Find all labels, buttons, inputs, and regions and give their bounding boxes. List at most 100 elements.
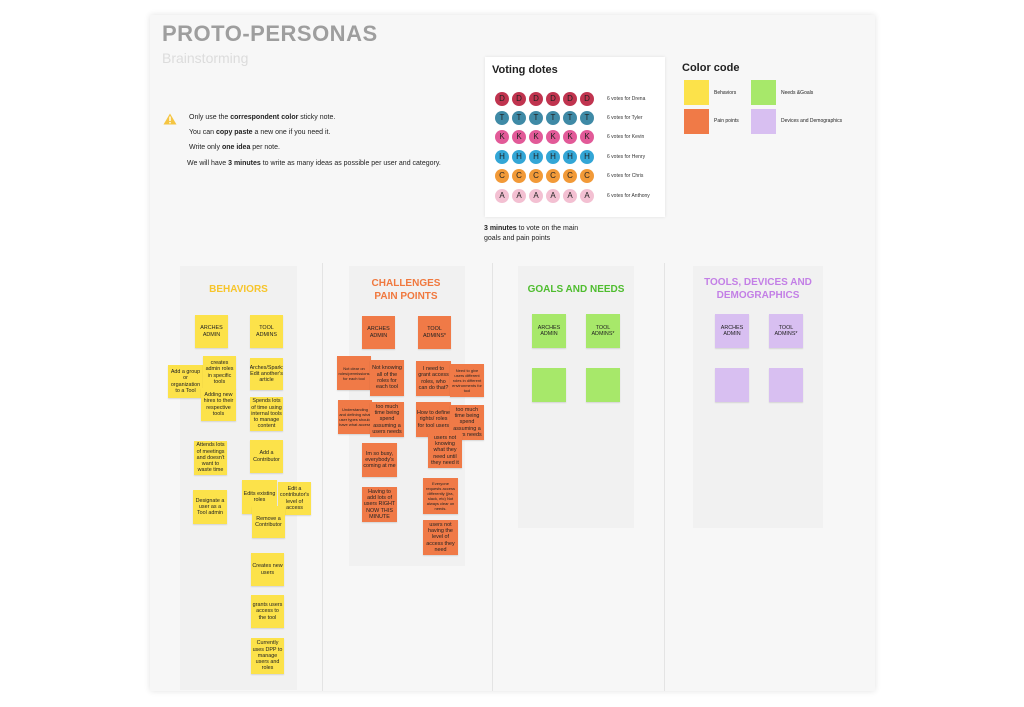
voting-dot[interactable]: A <box>580 189 594 203</box>
needs-goals-swatch-label: Needs &Goals <box>781 90 814 96</box>
voting-row-label: 6 votes for Drena <box>607 96 646 102</box>
sticky-note[interactable]: users not knowing what they need until t… <box>428 433 462 468</box>
column-divider <box>492 263 493 691</box>
sticky-note[interactable]: Having to add lots of users RIGHT NOW TH… <box>362 487 397 522</box>
sticky-note-header[interactable]: TOOL ADMINS* <box>418 316 451 349</box>
sticky-note[interactable]: Attends lots of meetings and doesn't wan… <box>194 441 227 475</box>
sticky-note[interactable]: I need to grant access roles, who can do… <box>416 361 451 396</box>
column-divider <box>322 263 323 691</box>
voting-dot[interactable]: C <box>580 169 594 183</box>
sticky-note[interactable]: How to define rights/ roles for tool use… <box>416 402 451 437</box>
voting-dot[interactable]: D <box>512 92 526 106</box>
sticky-note[interactable]: Understanding and defining what user typ… <box>338 400 372 434</box>
instruction-line: You can copy paste a new one if you need… <box>189 129 331 136</box>
column-divider <box>664 263 665 691</box>
voting-dot[interactable]: T <box>512 111 526 125</box>
voting-dot[interactable]: A <box>546 189 560 203</box>
voting-dot[interactable]: H <box>512 150 526 164</box>
sticky-note-header[interactable]: ARCHES ADMIN <box>362 316 395 349</box>
voting-dot[interactable]: D <box>580 92 594 106</box>
behaviors-swatch <box>684 80 709 105</box>
instruction-line: We will have 3 minutes to write as many … <box>187 160 441 167</box>
voting-dot[interactable]: H <box>495 150 509 164</box>
sticky-note-empty[interactable] <box>769 368 803 402</box>
devices-swatch-label: Devices and Demographics <box>781 118 843 124</box>
voting-row-label: 6 votes for Tyler <box>607 115 643 121</box>
voting-dot[interactable]: D <box>563 92 577 106</box>
sticky-note[interactable]: Remove a Contributor <box>252 506 285 538</box>
voting-dot[interactable]: K <box>529 130 543 144</box>
sticky-note[interactable]: Currently uses DPP to manage users and r… <box>251 638 284 674</box>
sticky-note[interactable]: Add a Contributor <box>250 440 283 473</box>
voting-dot[interactable]: A <box>529 189 543 203</box>
voting-dot[interactable]: K <box>512 130 526 144</box>
voting-dot[interactable]: T <box>546 111 560 125</box>
sticky-note-header[interactable]: ARCHES ADMIN <box>715 314 749 348</box>
sticky-note-empty[interactable] <box>586 368 620 402</box>
page-title: PROTO-PERSONAS <box>162 21 378 46</box>
voting-dot[interactable]: T <box>529 111 543 125</box>
voting-dot[interactable]: A <box>495 189 509 203</box>
voting-dot[interactable]: H <box>580 150 594 164</box>
sticky-note-empty[interactable] <box>715 368 749 402</box>
voting-dot[interactable]: C <box>529 169 543 183</box>
voting-dot[interactable]: A <box>512 189 526 203</box>
sticky-note[interactable]: Designate a user as a Tool admin <box>193 490 227 524</box>
voting-dot[interactable]: D <box>546 92 560 106</box>
voting-dot[interactable]: K <box>546 130 560 144</box>
voting-dot[interactable]: H <box>546 150 560 164</box>
sticky-note[interactable]: grants users access to the tool <box>251 595 284 628</box>
voting-dot[interactable]: T <box>580 111 594 125</box>
sticky-note[interactable]: Adding new hires to their respective too… <box>201 388 236 421</box>
sticky-note[interactable]: users not having the level of access the… <box>423 520 458 555</box>
sticky-note[interactable]: Need to give users different roles in di… <box>450 364 484 397</box>
tools-column <box>693 266 823 528</box>
sticky-note[interactable]: Everyone requests access differently (ji… <box>423 478 458 514</box>
voting-dot[interactable]: C <box>495 169 509 183</box>
voting-row-label: 6 votes for Kevin <box>607 134 645 140</box>
sticky-note[interactable]: Im so busy, everybody's coming at me <box>362 443 397 477</box>
sticky-note-empty[interactable] <box>532 368 566 402</box>
voting-dot[interactable]: K <box>495 130 509 144</box>
sticky-note[interactable]: too much time being spend assuming a use… <box>370 402 404 437</box>
sticky-note[interactable]: Not clear on roles/permissions for each … <box>337 356 371 390</box>
voting-dot[interactable]: K <box>580 130 594 144</box>
voting-dot[interactable]: A <box>563 189 577 203</box>
sticky-note[interactable]: Creates new users <box>251 553 284 586</box>
voting-dot[interactable]: D <box>495 92 509 106</box>
sticky-note-header[interactable]: TOOL ADMINS* <box>769 314 803 348</box>
behaviors-heading: BEHAVIORS <box>209 284 268 295</box>
voting-dot[interactable]: T <box>563 111 577 125</box>
warning-icon <box>163 113 177 125</box>
voting-dot[interactable]: H <box>529 150 543 164</box>
color-code-title: Color code <box>682 62 740 74</box>
sticky-note-header[interactable]: TOOL ADMINS* <box>586 314 620 348</box>
voting-dot[interactable]: K <box>563 130 577 144</box>
instruction-line: Only use the correspondent color sticky … <box>189 114 336 121</box>
pain-points-swatch <box>684 109 709 134</box>
instruction-line: Write only one idea per note. <box>189 144 280 151</box>
voting-dot[interactable]: H <box>563 150 577 164</box>
sticky-note[interactable]: Add a group or organization to a Tool <box>168 365 203 398</box>
sticky-note-header[interactable]: ARCHES ADMIN <box>532 314 566 348</box>
voting-row-label: 6 votes for Anthony <box>607 193 650 199</box>
sticky-note[interactable]: Spends lots of time using internal tools… <box>250 397 283 431</box>
sticky-note[interactable]: creates admin roles in specific tools <box>203 356 236 389</box>
sticky-note[interactable]: Arches/Spark: Edit another's article <box>250 358 283 390</box>
sticky-note-header[interactable]: TOOL ADMINS <box>250 315 283 348</box>
sticky-note-header[interactable]: ARCHES ADMIN <box>195 315 228 348</box>
sticky-note[interactable]: Not knowing all of the roles for each to… <box>370 360 404 396</box>
voting-dot[interactable]: C <box>512 169 526 183</box>
voting-dot[interactable]: D <box>529 92 543 106</box>
voting-dot[interactable]: C <box>563 169 577 183</box>
voting-dot[interactable]: T <box>495 111 509 125</box>
voting-dot[interactable]: C <box>546 169 560 183</box>
